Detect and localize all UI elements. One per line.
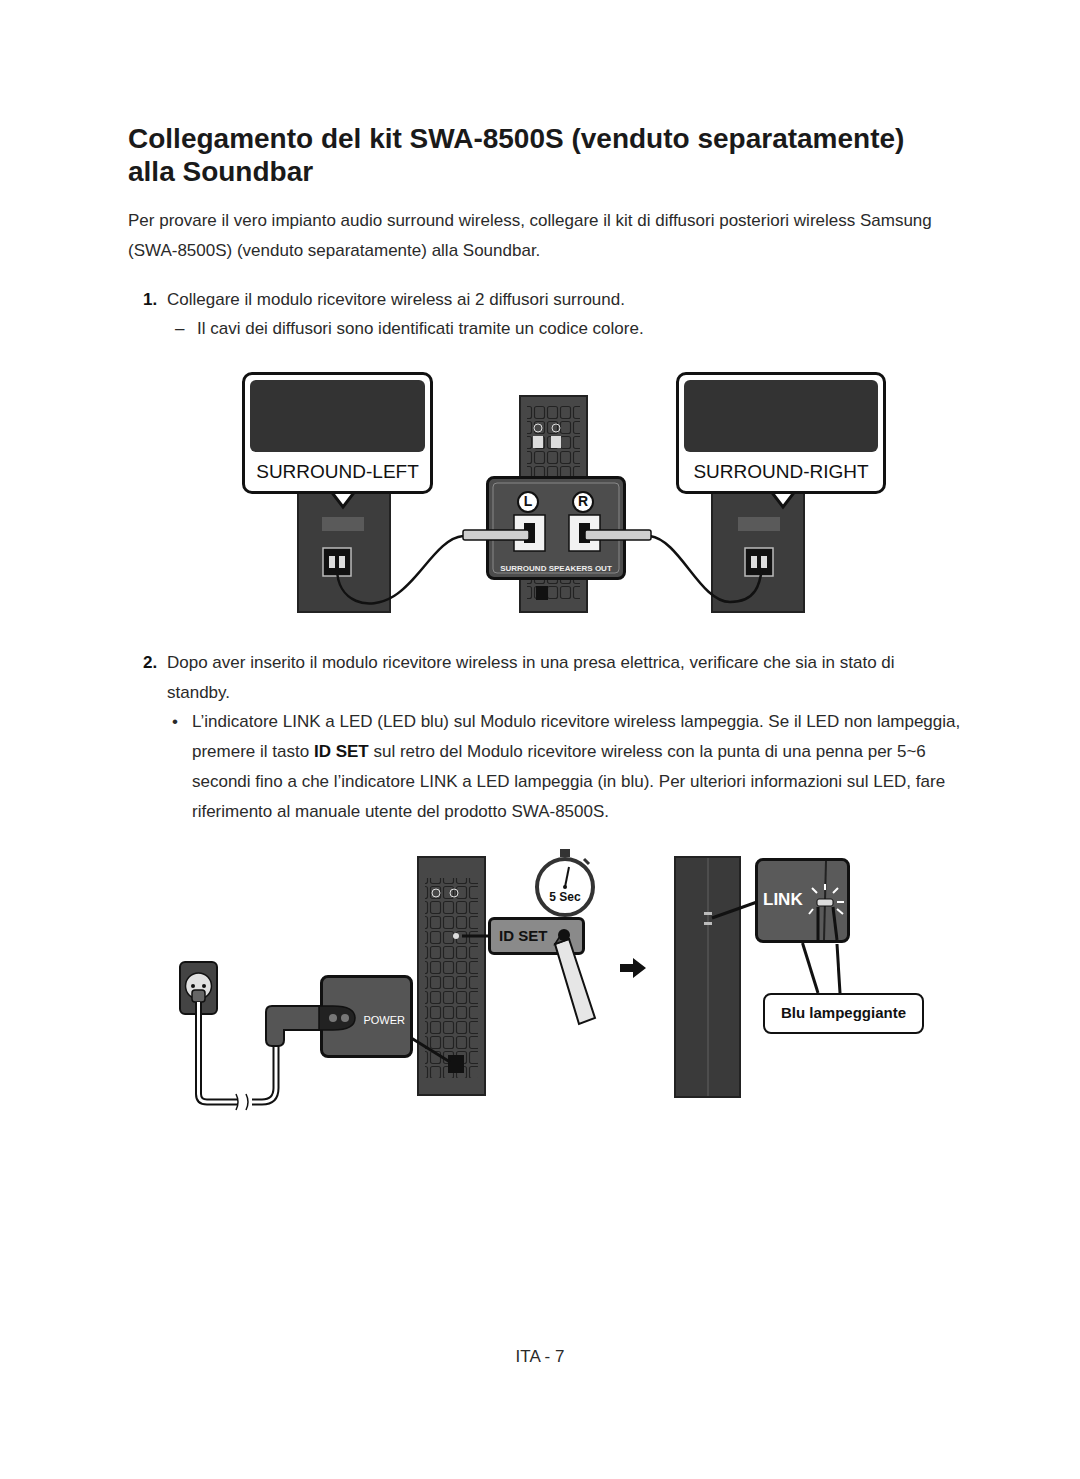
node-text: SURROUND-RIGHT (693, 462, 868, 483)
text-block: 2. (143, 648, 165, 678)
step-text: Collegare il modulo ricevitore wireless … (167, 290, 625, 309)
intro-text: Per provare il vero impianto audio surro… (128, 211, 932, 260)
bullet: • (172, 712, 178, 731)
node-text: Blu lampeggiante (781, 1005, 906, 1022)
button-name: ID SET (314, 742, 369, 761)
right-speaker (712, 490, 804, 612)
callout-box: SURROUND-LEFT (242, 372, 433, 494)
callout-detail (489, 479, 623, 577)
node-text: R (578, 494, 588, 509)
node-text: SURROUND SPEAKERS OUT (500, 565, 612, 574)
next-arrow (620, 958, 646, 978)
text-block: ITA - 7 (440, 1342, 640, 1372)
receiver-module (418, 857, 485, 1095)
text-block: L’indicatore LINK a LED (LED blu) sul Mo… (192, 707, 982, 827)
note-text: Il cavi dei diffusori sono identificati … (197, 319, 644, 338)
leader-line (837, 944, 840, 993)
pointer-line (462, 935, 490, 938)
text-block: • (172, 707, 190, 737)
receiver-front (675, 857, 740, 1097)
node-text: ID SET (499, 928, 547, 945)
text-block: Collegare il modulo ricevitore wireless … (167, 285, 947, 315)
callout-box: SURROUND-RIGHT (676, 372, 886, 494)
node-text: SURROUND-LEFT (256, 462, 419, 483)
text-block: Dopo aver inserito il modulo ricevitore … (167, 648, 957, 708)
pointer-line (408, 1036, 450, 1062)
speaker-wire (337, 536, 463, 603)
power-cord (199, 1002, 325, 1110)
leader-line (803, 943, 819, 993)
step-number: 2. (143, 653, 157, 672)
node-text: LINK (763, 891, 803, 910)
text-block: – (175, 314, 195, 344)
node-text: POWER (363, 1014, 405, 1026)
page-number: ITA - 7 (516, 1347, 565, 1366)
channel-circle: R (572, 491, 594, 513)
status-label-box: Blu lampeggiante (763, 993, 924, 1034)
power-callout: POWER (320, 975, 413, 1058)
text-block: 1. (143, 285, 165, 315)
page-title: Collegamento del kit SWA-8500S (venduto … (128, 122, 948, 188)
speaker-wire (650, 536, 762, 602)
callout-detail (539, 861, 591, 913)
left-speaker (298, 490, 390, 612)
node-text: 5 Sec (549, 891, 580, 904)
node-text: L (524, 494, 533, 509)
dash: – (175, 319, 184, 338)
channel-circle: L (517, 491, 539, 513)
pointer-line (712, 902, 757, 918)
stopwatch: 5 Sec (535, 857, 595, 917)
text-block: Per provare il vero impianto audio surro… (128, 206, 943, 266)
step-text: Dopo aver inserito il modulo ricevitore … (167, 653, 895, 702)
terminal-callout: SURROUND SPEAKERS OUT L R (486, 476, 626, 580)
text-block: Il cavi dei diffusori sono identificati … (197, 314, 957, 344)
led-callout: LINK (755, 858, 850, 943)
step-number: 1. (143, 290, 157, 309)
button-callout: ID SET (488, 917, 585, 955)
